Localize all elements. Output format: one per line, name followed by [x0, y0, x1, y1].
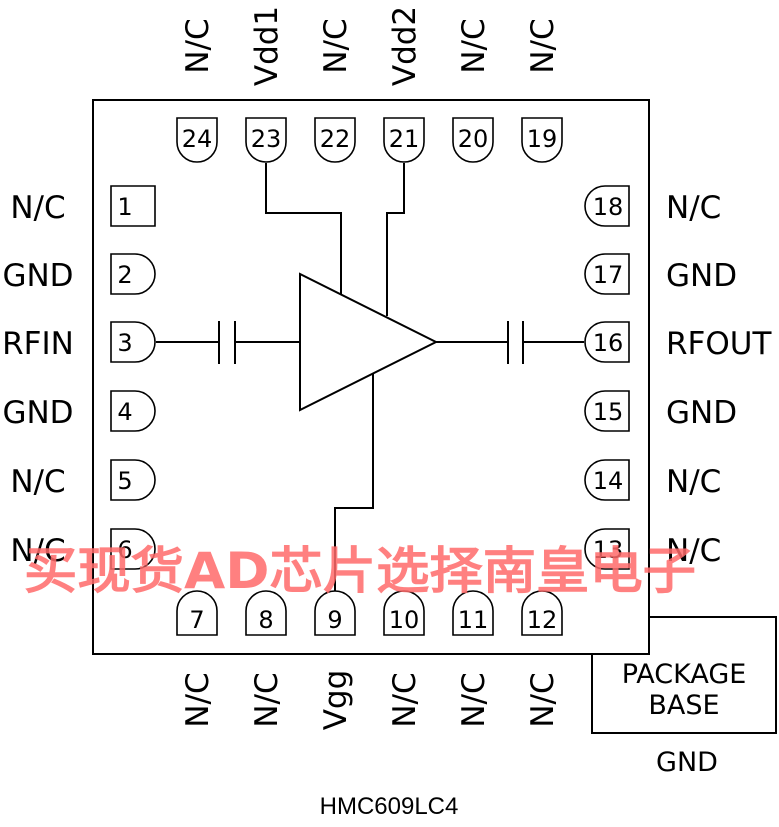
pin-pad-17 [584, 253, 630, 295]
pin-label-16: RFOUT [666, 326, 772, 362]
pin-label-15: GND [666, 395, 737, 431]
pin-label-8: N/C [249, 672, 285, 727]
pin-label-17: GND [666, 258, 737, 294]
pin-label-19: N/C [525, 18, 561, 73]
pin-label-12: N/C [525, 672, 561, 727]
pin-pad-18 [584, 185, 630, 227]
pin-number-15: 15 [593, 398, 624, 426]
pin-label-1: N/C [10, 190, 65, 226]
pin-number-21: 21 [389, 125, 420, 153]
pin-label-14: N/C [666, 464, 721, 500]
pin-label-4: GND [2, 395, 73, 431]
pin-pad-22 [314, 117, 356, 163]
pin-label-6: N/C [10, 533, 65, 569]
pin-label-7: N/C [180, 672, 216, 727]
part-number: HMC609LC4 [320, 793, 459, 820]
pin-number-3: 3 [117, 329, 132, 357]
pin-label-23: Vdd1 [249, 6, 285, 86]
pin-label-2: GND [2, 258, 73, 294]
pin-number-7: 7 [189, 606, 204, 634]
vdd2-trace [386, 163, 405, 316]
pin-label-18: N/C [666, 190, 721, 226]
pin-pad-21 [383, 117, 425, 163]
pin-pad-7 [176, 590, 218, 636]
pin-pad-8 [245, 590, 287, 636]
vgg-trace [334, 374, 374, 594]
pin-number-8: 8 [258, 606, 273, 634]
pin-pad-13 [584, 528, 630, 570]
pin-pad-1 [110, 185, 156, 227]
pin-label-13: N/C [666, 533, 721, 569]
pin-pad-12 [521, 590, 563, 636]
pin-number-13: 13 [593, 536, 624, 564]
pin-pad-14 [584, 459, 630, 501]
pin-pad-16 [584, 321, 630, 363]
pin-number-1: 1 [117, 193, 132, 221]
pin-number-24: 24 [182, 125, 213, 153]
pin-pad-11 [452, 590, 494, 636]
pin-label-9: Vgg [318, 670, 354, 731]
pin-number-22: 22 [320, 125, 351, 153]
pin-number-4: 4 [117, 398, 132, 426]
package-body [92, 99, 650, 655]
pin-number-9: 9 [327, 606, 342, 634]
package-base-gnd-label: GND [656, 747, 718, 778]
pin-number-14: 14 [593, 467, 624, 495]
pin-pad-15 [584, 390, 630, 432]
pin-number-17: 17 [593, 261, 624, 289]
pin-number-6: 6 [117, 536, 132, 564]
pin-number-20: 20 [458, 125, 489, 153]
pin-pad-2 [110, 253, 156, 295]
pin-number-2: 2 [117, 261, 132, 289]
pin-number-12: 12 [527, 606, 558, 634]
pin-number-10: 10 [389, 606, 420, 634]
vdd1-trace [265, 163, 342, 294]
pin-pad-3 [110, 321, 156, 363]
pin-number-16: 16 [593, 329, 624, 357]
pin-number-23: 23 [251, 125, 282, 153]
pin-pad-23 [245, 117, 287, 163]
package-base-box [591, 616, 777, 734]
pin-label-20: N/C [456, 18, 492, 73]
pin-label-10: N/C [387, 672, 423, 727]
pin-pad-20 [452, 117, 494, 163]
pin-number-11: 11 [458, 606, 489, 634]
pin-label-21: Vdd2 [387, 6, 423, 86]
pin-pad-5 [110, 459, 156, 501]
pin-labels: N/C GND RFIN GND N/C N/C N/C N/C GND RFOUT GND N/C N… [2, 6, 772, 730]
watermark: 买现货AD芯片选择南皇电子 [24, 542, 696, 600]
pin-pad-24 [176, 117, 218, 163]
pin-label-11: N/C [456, 672, 492, 727]
pin-label-24: N/C [180, 18, 216, 73]
pin-pad-10 [383, 590, 425, 636]
package-base-label-1: PACKAGE [622, 659, 747, 690]
pin-pad-19 [521, 117, 563, 163]
pin-number-19: 19 [527, 125, 558, 153]
pin-pad-9 [314, 590, 356, 636]
package-base-label-2: BASE [648, 690, 719, 721]
pin-number-18: 18 [593, 193, 624, 221]
pin-label-22: N/C [318, 18, 354, 73]
pin-number-5: 5 [117, 467, 132, 495]
pin-label-5: N/C [10, 464, 65, 500]
pin-label-3: RFIN [2, 326, 74, 362]
pin-pad-4 [110, 390, 156, 432]
pin-pad-6 [110, 528, 156, 570]
amplifier-triangle-icon [299, 272, 439, 412]
